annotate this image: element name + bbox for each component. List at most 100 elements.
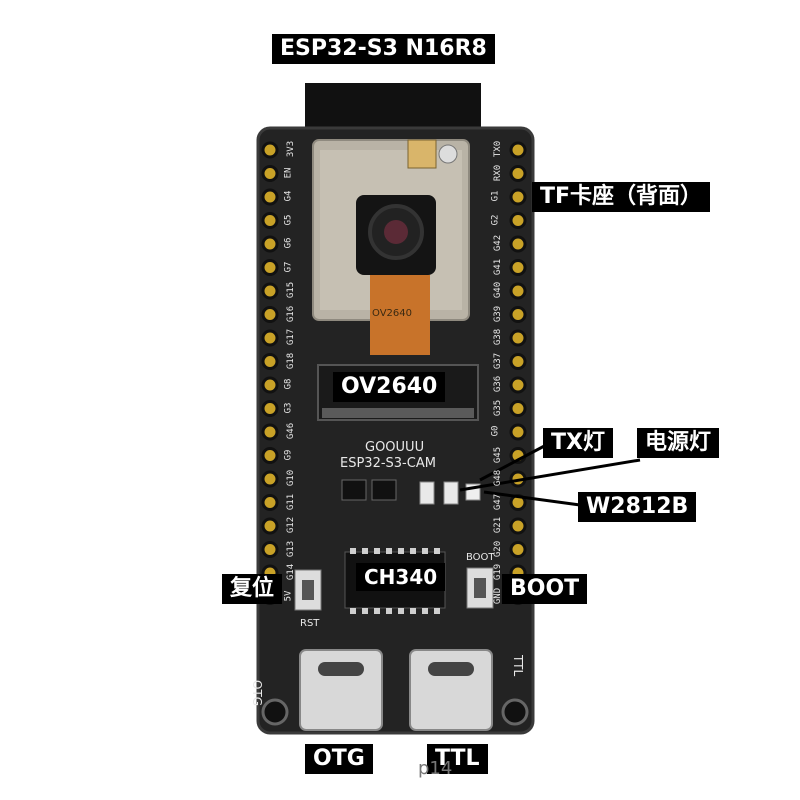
header-pin — [509, 353, 527, 370]
arrow-power-led — [459, 458, 641, 492]
header-pin — [261, 400, 279, 417]
pin-label: 5V — [283, 590, 294, 601]
header-pin — [509, 306, 527, 323]
header-pin — [261, 188, 279, 206]
header-pin — [509, 282, 527, 300]
callout-usb-chip: CH340 — [356, 563, 446, 591]
pin-label: G42 — [493, 234, 504, 252]
chip-pin — [410, 608, 416, 614]
silk-model: ESP32-S3-CAM — [340, 456, 436, 471]
camera-lens-glass — [384, 220, 408, 244]
callout-otg: OTG — [305, 744, 373, 774]
header-pin — [509, 400, 527, 417]
pin-label: G41 — [493, 258, 504, 275]
pin-label: G15 — [286, 281, 297, 299]
reset-button-cap — [302, 580, 314, 600]
header-pin — [509, 329, 527, 347]
pin-label: G19 — [493, 563, 504, 581]
header-pin — [261, 376, 279, 394]
tx-led — [419, 481, 435, 505]
header-pin — [261, 423, 279, 441]
pin-label: G5 — [283, 214, 294, 225]
chip-pin — [434, 608, 440, 614]
header-pin — [509, 259, 527, 276]
header-pin — [509, 235, 527, 253]
header-pin — [509, 541, 527, 558]
pin-label: G13 — [286, 540, 297, 557]
header-pin — [261, 329, 279, 347]
pin-label: G18 — [286, 352, 297, 369]
chip-pin — [386, 548, 392, 554]
callout-tf-slot: TF卡座（背面） — [532, 182, 711, 212]
header-pin — [509, 376, 527, 394]
left-pin-header — [261, 141, 279, 605]
callout-module: ESP32-S3 N16R8 — [272, 34, 495, 64]
header-pin — [261, 282, 279, 300]
pin-label: 3V3 — [286, 140, 297, 158]
header-pin — [261, 353, 279, 370]
pin-label: G11 — [286, 493, 297, 510]
pin-label: G40 — [493, 281, 504, 299]
header-pin — [261, 494, 279, 511]
silk-brand: GOOUUU — [365, 440, 425, 455]
silk-camera-flex: OV2640 — [372, 308, 412, 319]
header-pin — [261, 259, 279, 276]
chip-pin — [398, 548, 404, 554]
header-pin — [261, 165, 279, 182]
pin-label: TX0 — [493, 140, 504, 158]
pin-label: G39 — [493, 305, 504, 322]
header-pin — [509, 165, 527, 182]
chip-pin — [374, 548, 380, 554]
pin-label: G48 — [493, 469, 504, 487]
header-pin — [261, 306, 279, 323]
arrow-tx-led — [479, 441, 551, 482]
pin-label: G10 — [286, 469, 297, 487]
ch340-pins — [350, 548, 440, 614]
callout-rgb-led: W2812B — [578, 492, 697, 522]
callout-reset: 复位 — [222, 574, 283, 604]
pin-label: GND — [493, 587, 504, 604]
header-pin — [509, 517, 527, 535]
pin-label: G35 — [493, 399, 504, 416]
mount-hole-left — [261, 698, 289, 726]
pin-label: G4 — [283, 190, 294, 202]
header-pin — [261, 235, 279, 253]
chip-pin — [362, 608, 368, 614]
pin-label: EN — [283, 167, 294, 178]
header-pin — [261, 541, 279, 558]
header-pin — [509, 188, 527, 206]
chip-pin — [422, 608, 428, 614]
pin-label: G21 — [493, 516, 504, 534]
header-pin — [261, 470, 279, 488]
silk-rst: RST — [300, 618, 320, 629]
pin-label: G9 — [283, 449, 294, 460]
silk-ttl-edge: TTL — [511, 655, 525, 677]
callout-camera-connector: OV2640 — [333, 372, 446, 402]
pin-label: G17 — [286, 328, 297, 346]
watermark-text: p14 — [418, 758, 453, 779]
chip-pin — [410, 548, 416, 554]
regulator-2 — [371, 479, 397, 501]
camera-flex-cable — [370, 275, 430, 355]
pin-label: G0 — [490, 425, 501, 437]
arrow-rgb-led — [483, 490, 581, 507]
chip-pin — [386, 608, 392, 614]
pin-label: G38 — [493, 328, 504, 346]
callout-power-led: 电源灯 — [637, 428, 720, 458]
header-pin — [509, 141, 527, 159]
pin-label: G3 — [283, 402, 294, 413]
pin-label: G14 — [286, 563, 297, 581]
pin-label: G2 — [490, 214, 501, 225]
header-pin — [261, 447, 279, 464]
silk-otg-edge: OTG — [250, 680, 264, 707]
pin-label: G1 — [490, 190, 501, 202]
callout-boot: BOOT — [502, 574, 588, 604]
chip-pin — [374, 608, 380, 614]
pin-label: G46 — [286, 422, 297, 440]
antenna-ufl — [438, 144, 458, 164]
pin-label: G7 — [283, 261, 294, 272]
usb-c-otg-opening — [318, 662, 364, 676]
pin-label: G6 — [283, 237, 294, 249]
header-pin — [509, 212, 527, 229]
